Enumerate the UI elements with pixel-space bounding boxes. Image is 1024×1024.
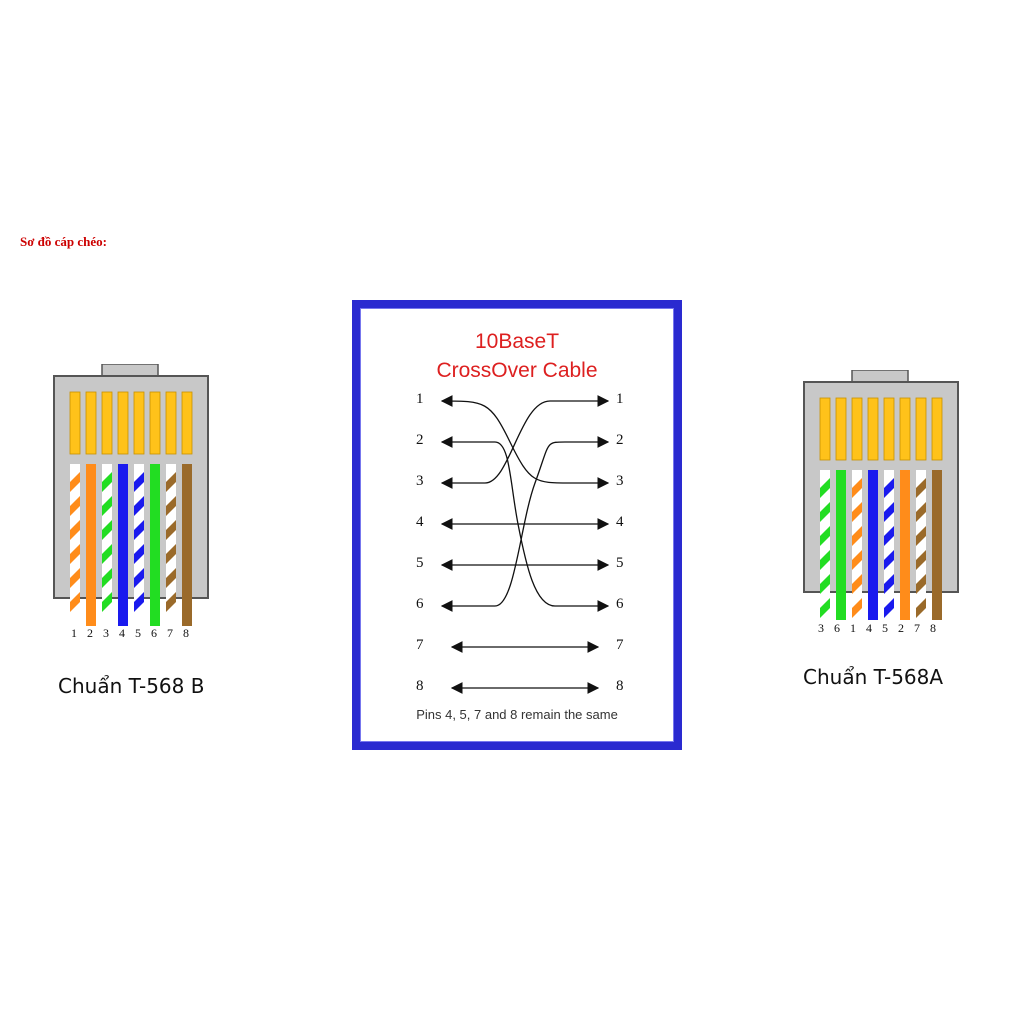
right-connector-wire-3	[852, 470, 862, 620]
right-connector-contact-2	[835, 397, 847, 461]
left-connector-wire-7	[166, 464, 176, 626]
right-connector-wire-4	[868, 470, 878, 620]
right-connector-wire-2	[836, 470, 846, 620]
left-connector-wire-3	[102, 464, 112, 626]
right-connector-contact-3	[851, 397, 863, 461]
panel-title-line2: CrossOver Cable	[436, 359, 598, 382]
right-connector-contact-6	[899, 397, 911, 461]
left-connector-wire-5	[134, 464, 144, 626]
right-pin-6: 6	[616, 596, 624, 612]
right-connector-wire-1	[820, 470, 830, 620]
rj45-connector-t568b	[52, 364, 212, 626]
left-connector-contact-4	[117, 391, 129, 455]
left-pin-6: 6	[416, 596, 424, 612]
left-pin-3: 3	[416, 473, 424, 489]
left-pin-label-5: 5	[135, 626, 141, 640]
left-pin-label-6: 6	[151, 626, 157, 640]
left-pin-label-3: 3	[103, 626, 109, 640]
left-pin-8: 8	[416, 678, 424, 694]
right-connector-contact-4	[867, 397, 879, 461]
right-connector-contact-7	[915, 397, 927, 461]
right-pin-label-4: 4	[866, 621, 872, 635]
left-pin-1: 1	[416, 391, 424, 407]
left-pin-label-8: 8	[183, 626, 189, 640]
left-connector-contact-7	[165, 391, 177, 455]
left-pin-2: 2	[416, 432, 424, 448]
left-connector-contact-1	[69, 391, 81, 455]
left-connector-wire-4	[118, 464, 128, 626]
left-pin-label-7: 7	[167, 626, 173, 640]
right-connector-wire-7	[916, 470, 926, 620]
left-connector-contact-5	[133, 391, 145, 455]
left-connector-wire-6	[150, 464, 160, 626]
panel-footnote: Pins 4, 5, 7 and 8 remain the same	[416, 707, 618, 722]
panel-title-line1: 10BaseT	[474, 330, 560, 353]
right-pin-label-2: 6	[834, 621, 840, 635]
right-pin-7: 7	[616, 637, 624, 653]
right-pin-label-7: 7	[914, 621, 920, 635]
right-pin-1: 1	[616, 391, 624, 407]
left-pin-4: 4	[416, 514, 424, 530]
right-pin-label-1: 3	[818, 621, 824, 635]
diagram-heading: Sơ đồ cáp chéo:	[20, 234, 108, 249]
right-pin-label-3: 1	[850, 621, 856, 635]
crossover-cable-panel: 10BaseT CrossOver Cable 1 1 2 2 3 3 4 4 5 5 6 6 7 7 8 8…	[352, 300, 682, 750]
wire-left6-right2	[440, 436, 610, 612]
left-connector-contact-3	[101, 391, 113, 455]
left-pin-label-2: 2	[87, 626, 93, 640]
right-pin-8: 8	[616, 678, 624, 694]
left-connector-wire-8	[182, 464, 192, 626]
standard-label-t568a: Chuẩn T-568A	[803, 665, 944, 689]
right-pin-4: 4	[616, 514, 624, 530]
right-pin-5: 5	[616, 555, 624, 571]
right-connector-contact-1	[819, 397, 831, 461]
standard-label-t568b: Chuẩn T-568 B	[58, 674, 205, 698]
right-pin-2: 2	[616, 432, 624, 448]
right-pin-label-8: 8	[930, 621, 936, 635]
right-connector-contact-5	[883, 397, 895, 461]
left-pin-label-4: 4	[119, 626, 125, 640]
right-connector-contact-8	[931, 397, 943, 461]
right-connector-wire-6	[900, 470, 910, 620]
right-pin-label-5: 5	[882, 621, 888, 635]
left-connector-wire-1	[70, 464, 80, 626]
crossover-wire-map	[440, 395, 610, 694]
right-pin-3: 3	[616, 473, 624, 489]
right-connector-wire-8	[932, 470, 942, 620]
left-connector-wire-2	[86, 464, 96, 626]
left-pin-5: 5	[416, 555, 424, 571]
left-pin-7: 7	[416, 637, 424, 653]
left-pin-label-1: 1	[71, 626, 77, 640]
left-connector-contact-2	[85, 391, 97, 455]
left-connector-contact-6	[149, 391, 161, 455]
left-connector-contact-8	[181, 391, 193, 455]
rj45-connector-t568a	[802, 370, 962, 620]
right-pin-label-6: 2	[898, 621, 904, 635]
right-connector-wire-5	[884, 470, 894, 620]
